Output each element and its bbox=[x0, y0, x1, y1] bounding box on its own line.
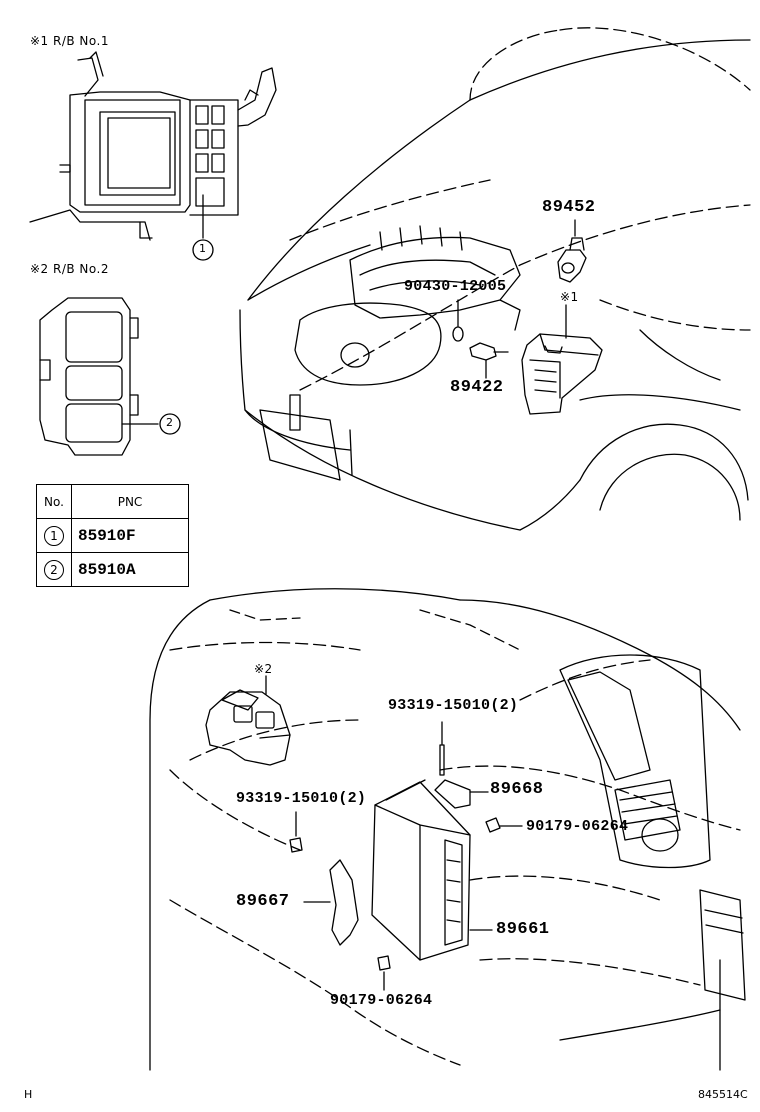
note-rb-no2: ※2 R/B No.2 bbox=[30, 262, 109, 276]
vehicle-interior-drawing bbox=[149, 588, 746, 1071]
part-89422[interactable]: 89422 bbox=[450, 378, 504, 397]
table-header-row: No. PNC bbox=[36, 484, 189, 519]
mark-2: ※2 bbox=[254, 662, 273, 676]
part-89667[interactable]: 89667 bbox=[236, 892, 290, 911]
footer-left-code: H bbox=[24, 1088, 33, 1101]
table-row: 1 85910F bbox=[36, 518, 189, 553]
part-90179-06264-bottom[interactable]: 90179-06264 bbox=[330, 992, 433, 1009]
pnc-table: No. PNC 1 85910F 2 85910A bbox=[36, 484, 189, 587]
callout-2-label: 2 bbox=[166, 416, 173, 429]
table-row-1-no: 1 bbox=[44, 525, 64, 546]
relay-block-no2 bbox=[39, 297, 159, 456]
part-93319-15010-left[interactable]: 93319-15010(2) bbox=[236, 790, 367, 807]
callout-circle-2 bbox=[159, 413, 181, 435]
table-row-2-no: 2 bbox=[44, 559, 64, 580]
part-90430-12005[interactable]: 90430-12005 bbox=[404, 278, 507, 295]
mark-1: ※1 bbox=[560, 290, 579, 304]
table-row-1-pnc[interactable]: 85910F bbox=[71, 518, 189, 553]
note-rb-no1: ※1 R/B No.1 bbox=[30, 34, 109, 48]
part-90179-06264-right[interactable]: 90179-06264 bbox=[526, 818, 629, 835]
part-89452[interactable]: 89452 bbox=[542, 198, 596, 217]
part-93319-15010-top[interactable]: 93319-15010(2) bbox=[388, 697, 519, 714]
part-89661[interactable]: 89661 bbox=[496, 920, 550, 939]
relay-block-no1 bbox=[29, 51, 277, 241]
vehicle-front-drawing bbox=[239, 27, 751, 531]
table-row: 2 85910A bbox=[36, 552, 189, 587]
callout-1-label: 1 bbox=[199, 242, 206, 255]
table-header-no: No. bbox=[36, 484, 72, 519]
table-header-pnc: PNC bbox=[71, 484, 189, 519]
part-89668[interactable]: 89668 bbox=[490, 780, 544, 799]
footer-figure-id: 845514C bbox=[698, 1088, 748, 1101]
table-row-2-pnc[interactable]: 85910A bbox=[71, 552, 189, 587]
callout-circle-1 bbox=[192, 239, 214, 261]
